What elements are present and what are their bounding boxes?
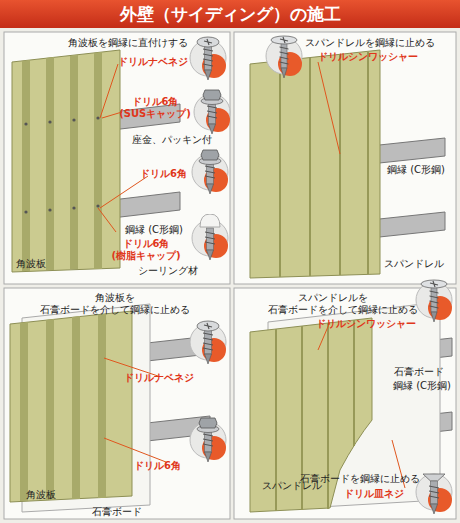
part-label: 鋼縁 (C形鋼) bbox=[124, 224, 184, 236]
product-name: ドリルナベネジ bbox=[124, 372, 194, 384]
product-name: ドリルシンワッシャー bbox=[318, 51, 418, 63]
title-band: 外壁（サイディング）の施工 bbox=[0, 0, 460, 28]
product-name: ドリル6角 bbox=[134, 460, 181, 472]
part-label: スパンドレル bbox=[384, 258, 444, 270]
part-label: シーリング材 bbox=[138, 265, 198, 277]
leader-line bbox=[318, 322, 405, 488]
panel-frame bbox=[234, 32, 456, 284]
screw-icon bbox=[190, 321, 226, 364]
screw-icon bbox=[194, 90, 230, 134]
spandrel bbox=[250, 50, 380, 278]
screw-icon bbox=[190, 418, 226, 462]
part-label: スパンドレルを 石膏ボードを介して鋼縁に止める bbox=[268, 292, 398, 316]
part-label: 角波板 bbox=[26, 489, 56, 501]
product-name: ドリル皿ネジ bbox=[344, 488, 404, 500]
corrugated-sheet bbox=[10, 311, 132, 502]
c-channel bbox=[370, 212, 445, 238]
screw-icon bbox=[192, 150, 228, 194]
sheet-ribs bbox=[20, 314, 106, 501]
leader-line bbox=[98, 64, 148, 232]
panel-frame bbox=[4, 32, 230, 284]
product-name: ドリル6角 bbox=[140, 168, 187, 180]
c-channel bbox=[112, 192, 180, 218]
sheet-ribs bbox=[22, 52, 102, 271]
product-name: ドリルシンワッシャー bbox=[316, 318, 416, 330]
part-label: 角波板を鋼縁に直付けする bbox=[68, 37, 188, 49]
screw-icon bbox=[190, 37, 226, 80]
spandrel-grooves bbox=[280, 52, 368, 277]
part-label: 座金、パッキン付 bbox=[132, 134, 212, 146]
part-label: 角波板 bbox=[16, 258, 46, 270]
screw-icon bbox=[416, 280, 452, 322]
part-label: 石膏ボード bbox=[394, 366, 444, 378]
c-channel bbox=[370, 138, 445, 164]
product-name: ドリル6角 (SUSキャップ) bbox=[118, 96, 192, 120]
part-label: 鋼縁 (C形鋼) bbox=[392, 380, 452, 392]
panel-frame bbox=[4, 288, 230, 519]
screw-icon bbox=[192, 214, 228, 260]
part-label: 石膏ボードを鋼縁に止める bbox=[300, 473, 420, 485]
panel-frame bbox=[234, 288, 456, 519]
screw-icon bbox=[416, 474, 452, 514]
screw-icon bbox=[266, 36, 302, 78]
part-label: 石膏ボード bbox=[92, 506, 142, 518]
product-name: ドリル6角 (樹脂キャップ) bbox=[100, 238, 192, 262]
part-label: 鋼縁 (C形鋼) bbox=[386, 164, 446, 176]
part-label: スパンドレルを鋼縁に止める bbox=[305, 37, 435, 49]
product-name: ドリルナベネジ bbox=[118, 56, 188, 68]
leader-line bbox=[318, 62, 340, 154]
screw-dots bbox=[24, 116, 99, 213]
corrugated-sheet bbox=[12, 50, 120, 272]
part-label: 角波板を 石膏ボードを介して鋼縁に止める bbox=[40, 292, 190, 316]
